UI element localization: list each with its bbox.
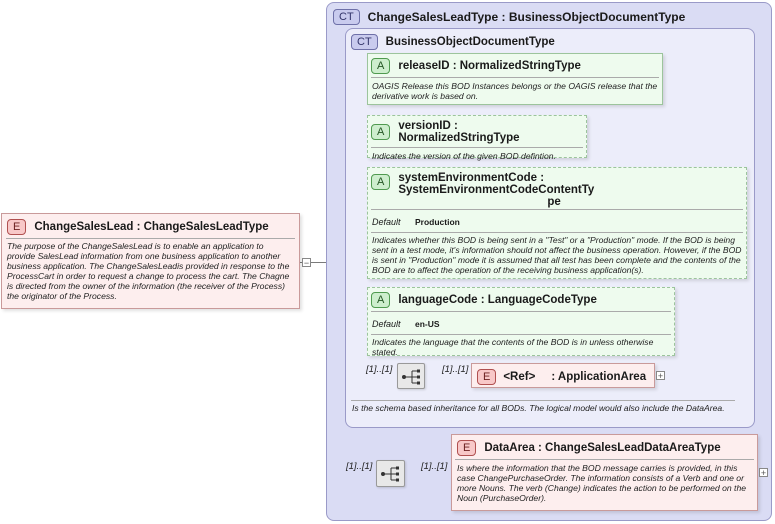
bod-type-title: BusinessObjectDocumentType <box>385 36 555 48</box>
data-area-title: DataArea : ChangeSalesLeadDataAreaType <box>484 442 721 454</box>
attribute-doc: Indicates the version of the given BOD d… <box>372 151 556 161</box>
sequence-icon <box>381 466 399 482</box>
data-area-element[interactable]: E DataArea : ChangeSalesLeadDataAreaType… <box>451 434 758 511</box>
attribute-title-wrap: pe <box>547 196 561 208</box>
complex-type-badge: CT <box>351 34 378 50</box>
element-badge: E <box>457 440 477 456</box>
default-label: Default <box>372 319 401 329</box>
default-label: Default <box>372 217 401 227</box>
sequence-compositor[interactable] <box>376 460 405 487</box>
attribute-badge: A <box>371 174 391 190</box>
root-element-title: ChangeSalesLead : ChangeSalesLeadType <box>34 221 269 233</box>
attribute-title: versionID : NormalizedStringType <box>398 120 520 144</box>
complex-type-badge: CT <box>333 9 360 25</box>
attribute-badge: A <box>371 124 391 140</box>
complex-type-title: ChangeSalesLeadType : BusinessObjectDocu… <box>367 10 686 24</box>
multiplicity-label: [1]..[1] <box>366 364 393 375</box>
attribute-title: systemEnvironmentCode : SystemEnvironmen… <box>398 172 595 196</box>
attribute-doc: OAGIS Release this BOD Instances belongs… <box>372 81 658 101</box>
attribute-doc: Indicates the language that the contents… <box>372 337 654 357</box>
default-value: Production <box>414 217 460 227</box>
multiplicity-label: [1]..[1] <box>442 364 469 375</box>
attribute-badge: A <box>371 58 391 74</box>
root-element-doc: The purpose of the ChangeSalesLead is to… <box>7 241 290 301</box>
attribute-title: languageCode : LanguageCodeType <box>398 294 597 306</box>
collapse-toggle[interactable]: − <box>302 258 311 268</box>
attribute-languagecode[interactable]: A languageCode : LanguageCodeType Defaul… <box>367 287 675 357</box>
attribute-doc: Indicates whether this BOD is being sent… <box>372 235 742 275</box>
attribute-title: releaseID : NormalizedStringType <box>398 60 581 72</box>
expand-toggle[interactable]: + <box>656 371 665 381</box>
default-value: en-US <box>414 319 440 329</box>
application-area-title: : ApplicationArea <box>551 371 647 383</box>
bod-type-doc: Is the schema based inheritance for all … <box>352 403 725 413</box>
attribute-systemenvironmentcode[interactable]: A systemEnvironmentCode : SystemEnvironm… <box>367 167 747 279</box>
multiplicity-label: [1]..[1] <box>346 461 373 472</box>
connector-root-to-type <box>300 262 336 263</box>
element-badge: E <box>7 219 27 235</box>
element-badge: E <box>477 369 497 385</box>
ref-label: <Ref> <box>503 371 536 383</box>
sequence-compositor[interactable] <box>397 363 425 389</box>
root-element-box[interactable]: E ChangeSalesLead : ChangeSalesLeadType … <box>1 213 300 309</box>
attribute-versionid[interactable]: A versionID : NormalizedStringType Indic… <box>367 115 587 161</box>
sequence-icon <box>402 369 420 385</box>
attribute-badge: A <box>371 292 391 308</box>
attribute-releaseid[interactable]: A releaseID : NormalizedStringType OAGIS… <box>367 53 663 105</box>
expand-toggle[interactable]: + <box>759 468 768 478</box>
application-area-element[interactable]: E <Ref> : ApplicationArea <box>471 363 655 388</box>
multiplicity-label: [1]..[1] <box>421 461 448 472</box>
data-area-doc: Is where the information that the BOD me… <box>457 463 747 503</box>
